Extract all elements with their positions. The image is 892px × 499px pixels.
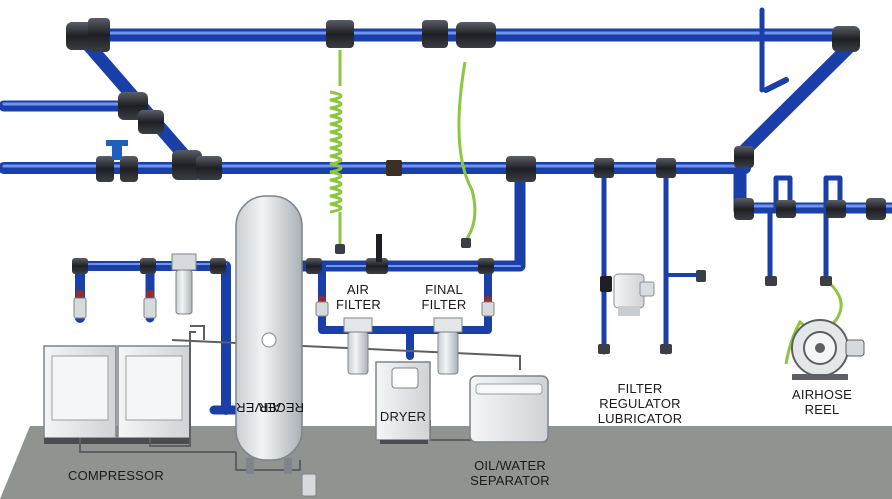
isolation-valve xyxy=(106,140,128,160)
oil-water-separator-unit xyxy=(469,375,549,443)
dryer-unit xyxy=(375,361,431,444)
air-receiver-tank xyxy=(235,195,317,497)
drop-to-treatment xyxy=(312,162,526,272)
pre-filter xyxy=(171,253,205,340)
compressor-label: COMPRESSOR xyxy=(68,468,164,483)
final-filter-unit xyxy=(433,317,463,375)
filter-regulator-lubricator xyxy=(600,273,655,316)
straight-hose xyxy=(457,61,477,241)
compressor-units xyxy=(43,290,191,444)
quick-couplers xyxy=(335,238,832,354)
dryer-label: DRYER xyxy=(379,409,427,424)
floor xyxy=(0,426,892,499)
coiled-hose xyxy=(329,50,343,248)
airhose-reel-unit xyxy=(791,319,865,380)
top-header-pipe xyxy=(77,28,856,217)
pipe-fittings xyxy=(66,18,886,274)
air-filter-unit xyxy=(343,317,373,375)
